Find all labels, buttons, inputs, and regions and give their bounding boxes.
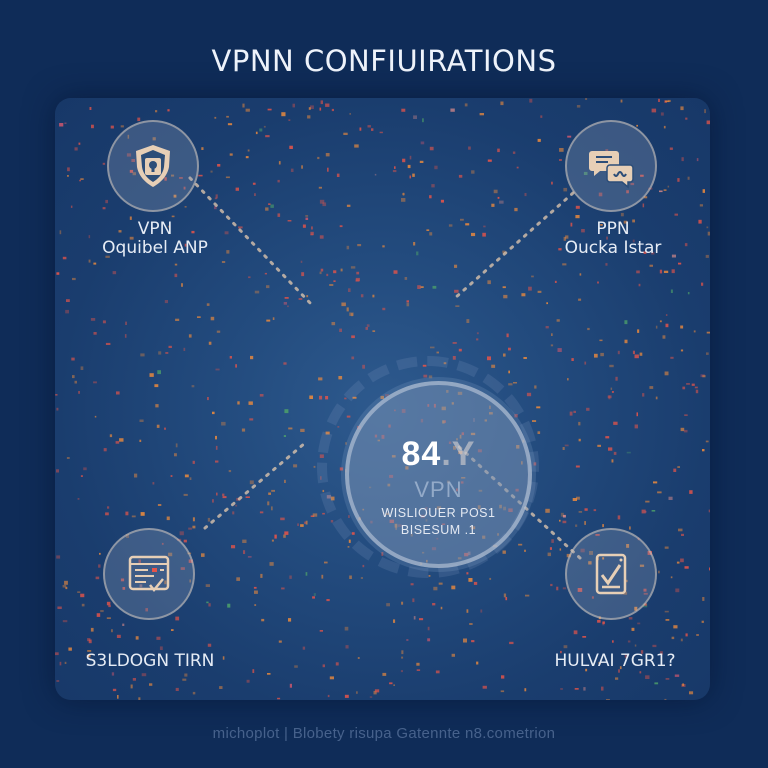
node-label-bottom-left: S3LDOGN TIRN [85, 651, 215, 671]
node-ppn-chat[interactable] [565, 120, 657, 212]
connector-top-left [188, 176, 315, 308]
configuration-panel: VPN Oquibel ANP PPN Oucka Istar S3LDOGN … [55, 98, 710, 700]
chat-bubbles-icon [589, 151, 634, 189]
node-label-bottom-right: HULVAI 7GR1? [554, 651, 676, 671]
node-label-top-left: VPN Oquibel ANP [102, 219, 208, 258]
central-hub[interactable]: 84.Y VPN WISLIOUER POS1 BISESUM .1 [345, 381, 532, 568]
checkbox-document-icon [595, 553, 627, 595]
connector-top-right [453, 191, 575, 300]
shield-lock-icon [136, 145, 170, 187]
node-label-top-right: PPN Oucka Istar [564, 219, 662, 258]
hub-detail-1: WISLIOUER POS1 [381, 506, 496, 520]
connector-bottom-right [453, 441, 582, 560]
hub-detail-2: BISESUM .1 [400, 523, 477, 537]
page-title: VPNN CONFIUIRATIONS [211, 44, 557, 78]
connector-bottom-left [203, 441, 307, 530]
node-checklist[interactable] [103, 528, 195, 620]
node-vpn-shield[interactable] [107, 120, 199, 212]
node-verified-document[interactable] [565, 528, 657, 620]
connector-lines [188, 176, 582, 560]
checklist-icon [128, 555, 170, 592]
hub-outer-ring [317, 356, 539, 578]
hub-subtitle: VPN [414, 477, 463, 502]
hub-value: 84.Y [401, 435, 476, 473]
footer-text: michoplot | Blobety risupa Gatennte n8.c… [212, 725, 556, 742]
